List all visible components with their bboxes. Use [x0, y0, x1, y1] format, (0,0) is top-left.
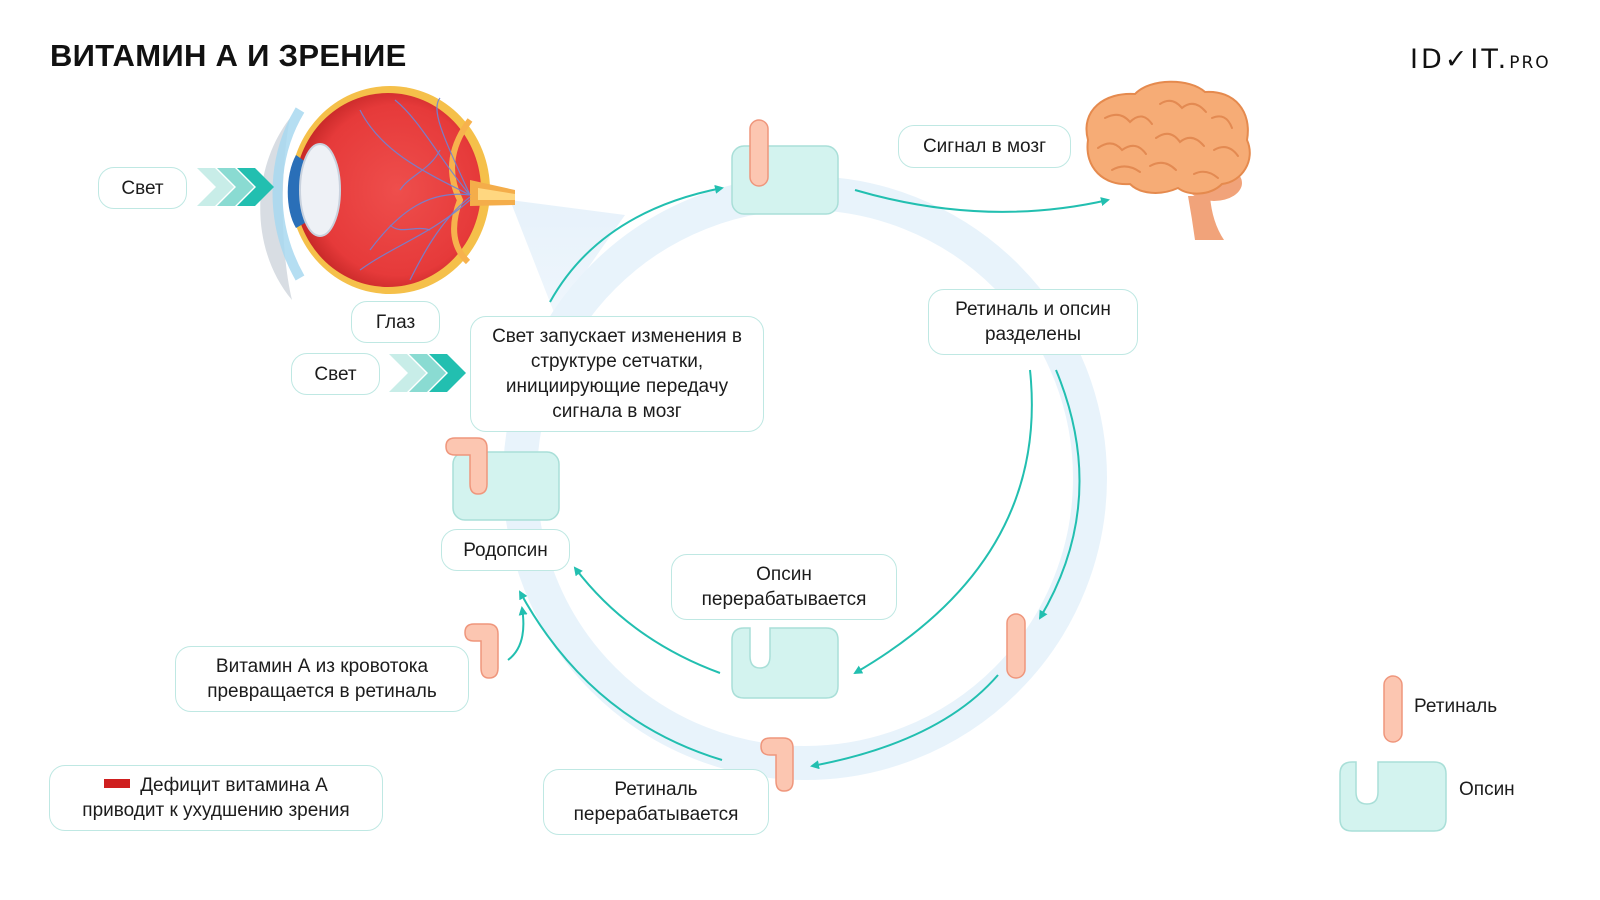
light-label-mid-text: Свет [314, 363, 357, 385]
cycle-arrow-icon [853, 369, 1033, 675]
vitamin-a-label: Витамин А из кровотока превращается в ре… [175, 646, 469, 712]
eye-label-text: Глаз [375, 311, 416, 333]
signal-brain-text: Сигнал в мозг [922, 136, 1047, 157]
vitamin-a-text: Витамин А из кровотока превращается в ре… [207, 656, 437, 702]
rhodopsin-text: Родопсин [463, 539, 548, 561]
retinal-processed-label: Ретиналь перерабатывается [543, 769, 769, 835]
legend-opsin-label: Опсин [1459, 779, 1515, 800]
retinal-icon [1006, 613, 1026, 679]
signal-brain-label: Сигнал в мозг [898, 125, 1071, 168]
deficit-text: Дефицит витамина А приводит к ухудшению … [82, 775, 350, 821]
retinal-icon [1383, 675, 1403, 743]
opsin-processed-label: Опсин перерабатывается [671, 554, 897, 620]
eye-illustration [260, 86, 515, 300]
retinal-processed-text: Ретиналь перерабатывается [573, 779, 739, 825]
brand-logo: ID✓IT.PRO [1410, 44, 1551, 75]
opsin-icon [731, 627, 839, 699]
light-triggers-text: Свет запускает изменения в структуре сет… [492, 326, 742, 422]
opsin-icon [731, 145, 839, 215]
light-label-mid: Свет [291, 353, 380, 395]
cycle-arrow-icon [519, 590, 723, 761]
logo-main: ID✓IT. [1410, 44, 1510, 75]
retinal-icon [749, 119, 769, 187]
retinal-icon [445, 437, 488, 495]
legend-retinal-label: Ретиналь [1414, 696, 1498, 717]
deficit-marker [104, 779, 131, 789]
retinal-icon [760, 737, 794, 792]
separated-text: Ретиналь и опсин разделены [955, 299, 1111, 345]
cycle-arrow-icon [810, 674, 999, 770]
opsin-processed-text: Опсин перерабатывается [701, 564, 867, 610]
cycle-arrow-icon [573, 566, 721, 674]
opsin-icon [1339, 761, 1447, 832]
opsin-icon [452, 451, 560, 521]
deficit-note: Дефицит витамина А приводит к ухудшению … [49, 765, 383, 831]
separated-label: Ретиналь и опсин разделены [928, 289, 1138, 355]
cycle-arrow-icon [1038, 369, 1081, 620]
rhodopsin-label: Родопсин [441, 529, 570, 571]
light-label-top-text: Свет [121, 177, 164, 199]
eye-label: Глаз [351, 301, 440, 343]
brain-illustration [1085, 80, 1251, 240]
cycle-arrow-icon [507, 606, 528, 661]
light-triggers-label: Свет запускает изменения в структуре сет… [470, 316, 764, 432]
deficit-text-wrap: Дефицит витамина А приводит к ухудшению … [68, 773, 364, 823]
light-label-top: Свет [98, 167, 187, 209]
retinal-icon [464, 623, 499, 679]
logo-suffix: PRO [1509, 53, 1551, 73]
chevron-arrows-icon [389, 354, 466, 392]
page-title: ВИТАМИН А И ЗРЕНИЕ [50, 38, 407, 73]
cycle-arrow-icon [549, 184, 724, 303]
light-beam [510, 200, 625, 315]
cycle-arrow-icon [854, 189, 1110, 213]
chevron-arrows-icon [197, 168, 274, 206]
